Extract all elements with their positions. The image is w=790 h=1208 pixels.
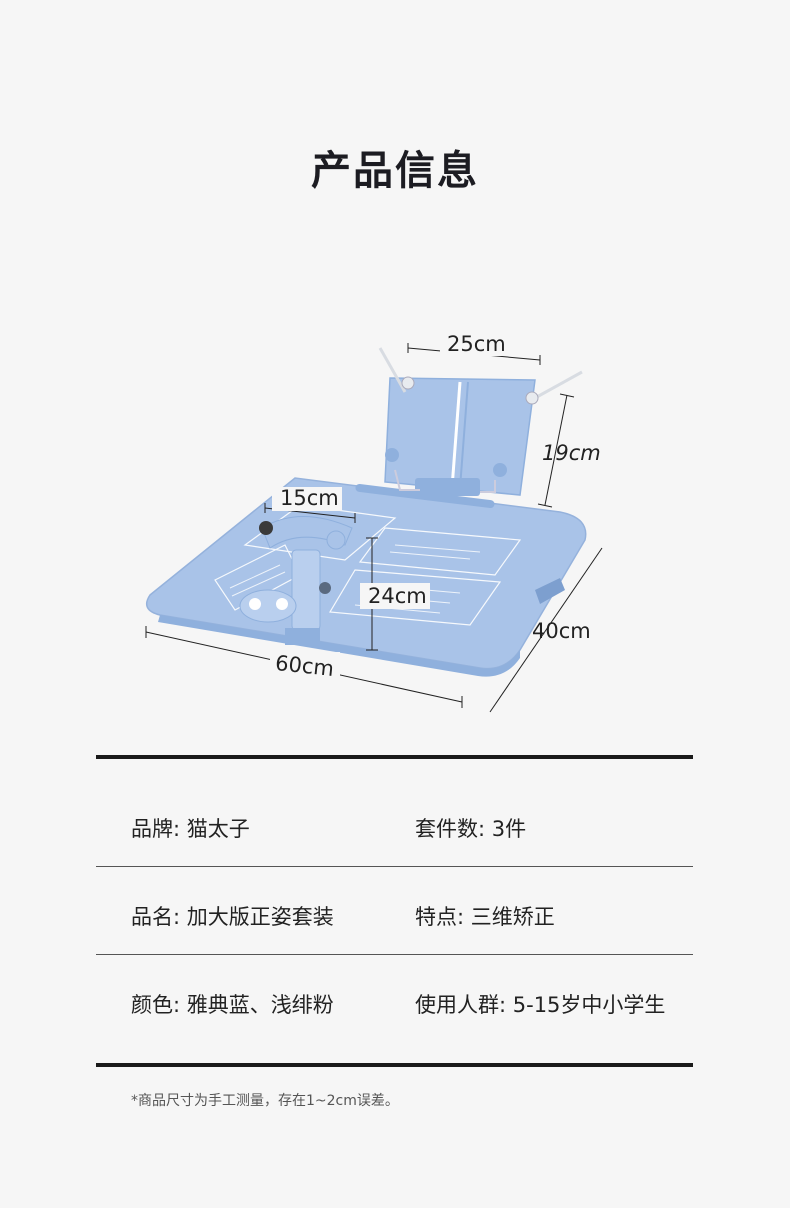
table-bottom-rule — [96, 1063, 693, 1067]
spec-product-name: 品名: 加大版正姿套装 — [131, 905, 334, 929]
dim-holder-width: 15cm — [280, 486, 339, 510]
dim-arm-height: 24cm — [368, 584, 427, 608]
spec-color: 颜色: 雅典蓝、浅绯粉 — [131, 993, 334, 1017]
row-divider — [96, 866, 693, 867]
page-title: 产品信息 — [311, 148, 479, 194]
table-top-rule — [96, 755, 693, 759]
product-illustration — [145, 347, 587, 677]
product-figure: 25cm 19cm 15cm 24cm 60cm 40cm — [145, 330, 603, 713]
spec-users: 使用人群: 5-15岁中小学生 — [415, 993, 666, 1017]
dim-top-height: 19cm — [542, 441, 601, 465]
row-divider — [96, 954, 693, 955]
dim-board-depth: 40cm — [532, 619, 591, 643]
spec-brand: 品牌: 猫太子 — [131, 817, 250, 841]
spec-set-count: 套件数: 3件 — [415, 817, 527, 841]
dim-top-width: 25cm — [447, 332, 506, 356]
footnote: *商品尺寸为手工测量，存在1~2cm误差。 — [131, 1093, 399, 1109]
spec-feature: 特点: 三维矫正 — [415, 905, 555, 929]
